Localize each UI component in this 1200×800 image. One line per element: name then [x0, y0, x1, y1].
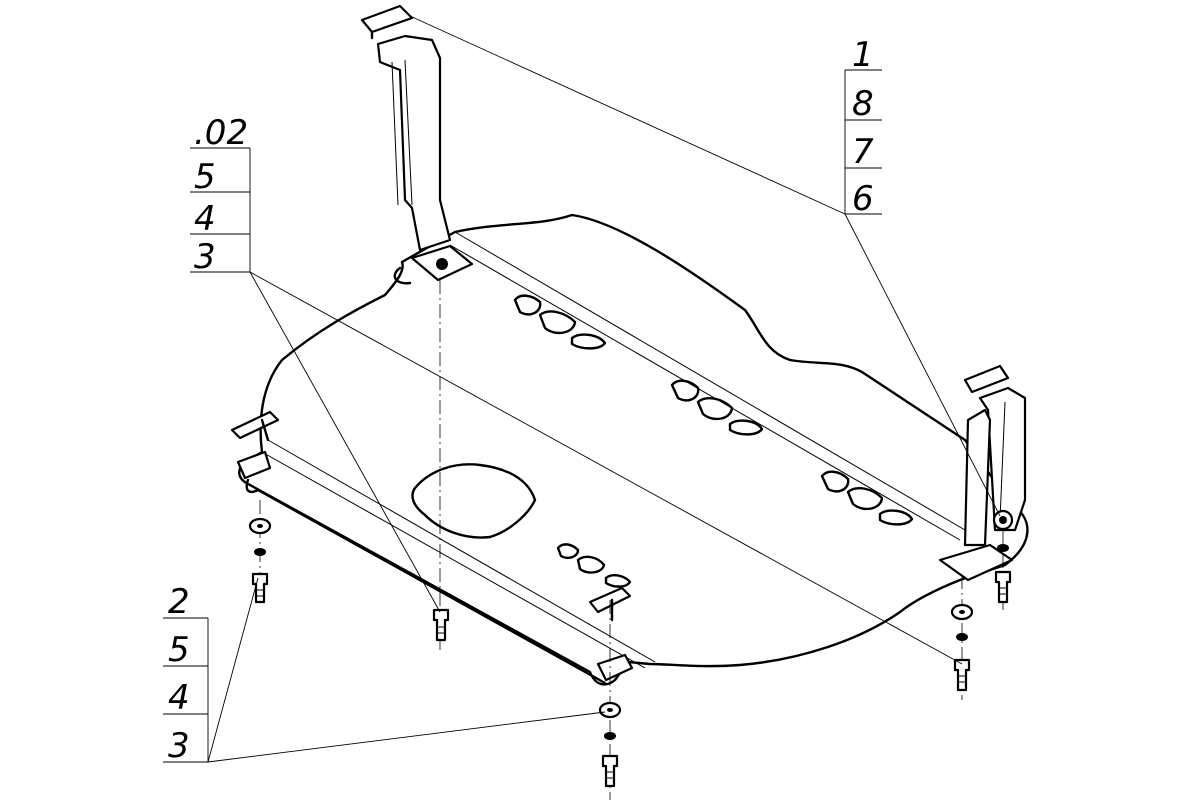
callout-label: 6: [852, 179, 874, 219]
bolt: [994, 570, 1012, 604]
ventilation-slots-row-2: [670, 379, 764, 436]
fastener-right-rear: [994, 544, 1012, 604]
callout-label: 5: [168, 630, 190, 670]
lock-washer: [604, 732, 616, 740]
callout-label: 5: [194, 157, 216, 197]
ventilation-slots-row-1: [513, 294, 607, 350]
bracket-rear-right: [938, 364, 1027, 582]
callout-label: 8: [852, 84, 874, 124]
callout-top-right: 1 8 7 6: [852, 35, 874, 219]
callout-label: 1: [852, 35, 874, 75]
callout-label: 3: [168, 726, 190, 766]
bracket-rear-left: [360, 4, 474, 285]
bolt: [432, 608, 450, 642]
bracket-front-middle: [588, 586, 634, 682]
callout-label: 4: [194, 199, 216, 239]
callout-top-left: .02 5 4 3: [194, 113, 248, 277]
fastener-front-middle: [598, 701, 622, 788]
service-hatch-opening: [411, 463, 537, 539]
callout-label: .02: [194, 113, 248, 153]
lock-washer: [254, 548, 266, 556]
bolt: [251, 572, 269, 604]
callout-bottom-left: 2 5 4 3: [168, 582, 190, 766]
callout-label: 2: [168, 582, 190, 622]
leader-lines: [163, 15, 1001, 763]
fastener-center: [432, 608, 450, 642]
fastener-front-left: [248, 517, 272, 604]
callout-label: 3: [194, 237, 216, 277]
bolt-hole: [436, 258, 448, 270]
bolt: [601, 754, 619, 788]
lock-washer: [956, 633, 968, 641]
axis-lines: [259, 280, 1004, 800]
lock-washer: [997, 544, 1009, 552]
callout-label: 4: [168, 678, 190, 718]
ventilation-slots-row-4: [556, 543, 632, 588]
skid-plate: [238, 213, 1029, 686]
callout-label: 7: [852, 132, 874, 172]
fastener-right-front: [950, 603, 974, 692]
bracket-front-left: [230, 410, 280, 480]
ventilation-slots-row-3: [820, 470, 914, 526]
bolt: [953, 658, 971, 692]
